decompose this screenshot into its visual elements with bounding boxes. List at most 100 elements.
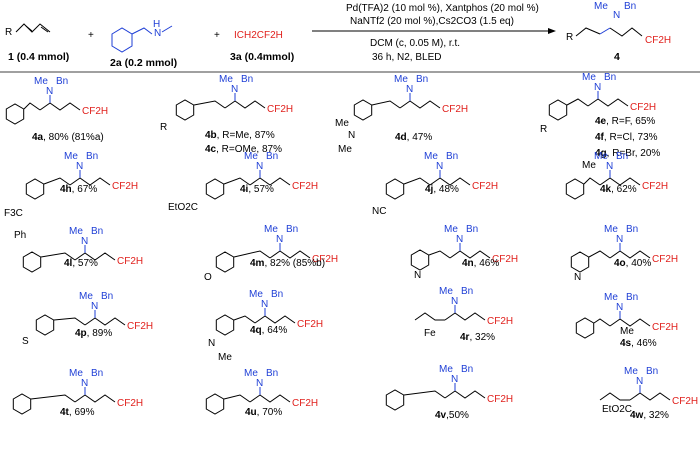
- yield-label: 4p, 89%: [75, 328, 112, 339]
- eto2c-4w: EtO2C: [602, 404, 632, 415]
- n-label: N: [46, 86, 53, 97]
- bn-label: Bn: [461, 286, 473, 297]
- bond: [403, 390, 446, 399]
- bn-label: Bn: [101, 291, 113, 302]
- bond: [224, 100, 236, 109]
- bond: [84, 252, 116, 261]
- n-label: N: [616, 234, 623, 245]
- yield-label: 4u, 70%: [245, 407, 282, 418]
- compound-id: 4e: [595, 116, 607, 127]
- me-label: Me: [219, 74, 233, 85]
- yield-label: 4m, 82% (85%b): [250, 258, 325, 269]
- bond: [454, 390, 486, 399]
- compound-yield: , 57%: [72, 258, 98, 269]
- bond: [597, 98, 629, 107]
- bond: [619, 318, 651, 327]
- me-label: Me: [594, 151, 608, 162]
- bn-label: Bn: [266, 151, 278, 162]
- compound-id: 4i: [240, 184, 249, 195]
- compound-id: 4j: [425, 184, 434, 195]
- bond: [30, 394, 76, 403]
- bond: [454, 312, 486, 321]
- ring: [570, 251, 590, 273]
- yield-label: 4v,50%: [435, 410, 469, 421]
- bond: [609, 250, 621, 259]
- compound-id: 4s: [620, 338, 632, 349]
- condition-line-1: Pd(TFA)2 (10 mol %), Xantphos (20 mol %): [346, 3, 539, 14]
- cf2h-label: CF2H: [442, 104, 468, 115]
- bond: [84, 394, 116, 403]
- yield-label: 4s, 46%: [620, 338, 657, 349]
- bond: [74, 394, 86, 403]
- ring: [565, 178, 585, 200]
- yield-label: 4q, 64%: [250, 325, 287, 336]
- n-4q: N: [208, 338, 215, 349]
- me-label: Me: [624, 366, 638, 377]
- compound-yield: , R=F, 65%: [606, 116, 655, 127]
- ome-4k: Me: [582, 160, 596, 171]
- n-label: N: [276, 234, 283, 245]
- ring: [205, 393, 225, 415]
- bn-label: Bn: [616, 151, 628, 162]
- compound-yield: , 47%: [407, 132, 433, 143]
- bond: [599, 392, 630, 401]
- cf2h-label: CF2H: [82, 106, 108, 117]
- cf2h-label: CF2H: [472, 181, 498, 192]
- bond: [587, 98, 599, 107]
- ring: [575, 317, 595, 339]
- ring: [385, 389, 405, 411]
- compound-id: 4n: [462, 258, 474, 269]
- n-label: N: [594, 82, 601, 93]
- compound-yield: , 89%: [87, 328, 113, 339]
- yield-label: 4n, 46%: [462, 258, 499, 269]
- me-label: Me: [439, 364, 453, 375]
- n-label: N: [231, 84, 238, 95]
- bond: [264, 315, 296, 324]
- ring: [175, 99, 195, 121]
- bond: [399, 100, 411, 109]
- bond: [259, 394, 291, 403]
- bn-label: Bn: [286, 224, 298, 235]
- bond: [566, 98, 589, 107]
- plus-1: +: [88, 30, 94, 41]
- yield-label: 4h, 67%: [60, 184, 97, 195]
- ring: [205, 178, 225, 200]
- bn-label: Bn: [56, 76, 68, 87]
- yield-label: 4b, R=Me, 87%: [205, 130, 275, 141]
- reactant3-caption: 3a (0.4mmol): [230, 51, 294, 63]
- compound-yield: , 46%: [474, 258, 500, 269]
- bond: [629, 392, 641, 401]
- cf2h-label: CF2H: [292, 181, 318, 192]
- bn-label: Bn: [416, 74, 428, 85]
- condition-line-4: 36 h, N2, BLED: [372, 52, 441, 63]
- compound-id: 4k: [600, 184, 612, 195]
- diene-bonds: [15, 23, 51, 33]
- compound-yield: , 62%: [611, 184, 637, 195]
- n-label: N: [256, 161, 263, 172]
- reactant3-formula: ICH2CF2H: [234, 30, 283, 41]
- bond: [39, 102, 51, 111]
- cf2h-label: CF2H: [312, 254, 338, 265]
- n-label: N: [636, 376, 643, 387]
- me-label: Me: [264, 224, 278, 235]
- bond: [639, 392, 671, 401]
- bond: [593, 318, 611, 327]
- cf2h-label: CF2H: [652, 322, 678, 333]
- bond: [449, 250, 461, 259]
- compound-4c: 4c, R=OMe, 87%: [205, 144, 282, 155]
- me-label: Me: [34, 76, 48, 87]
- n-label: N: [76, 161, 83, 172]
- bond: [588, 250, 611, 259]
- compound-id: 4o: [614, 258, 626, 269]
- n-label: N: [456, 234, 463, 245]
- bond: [403, 177, 431, 186]
